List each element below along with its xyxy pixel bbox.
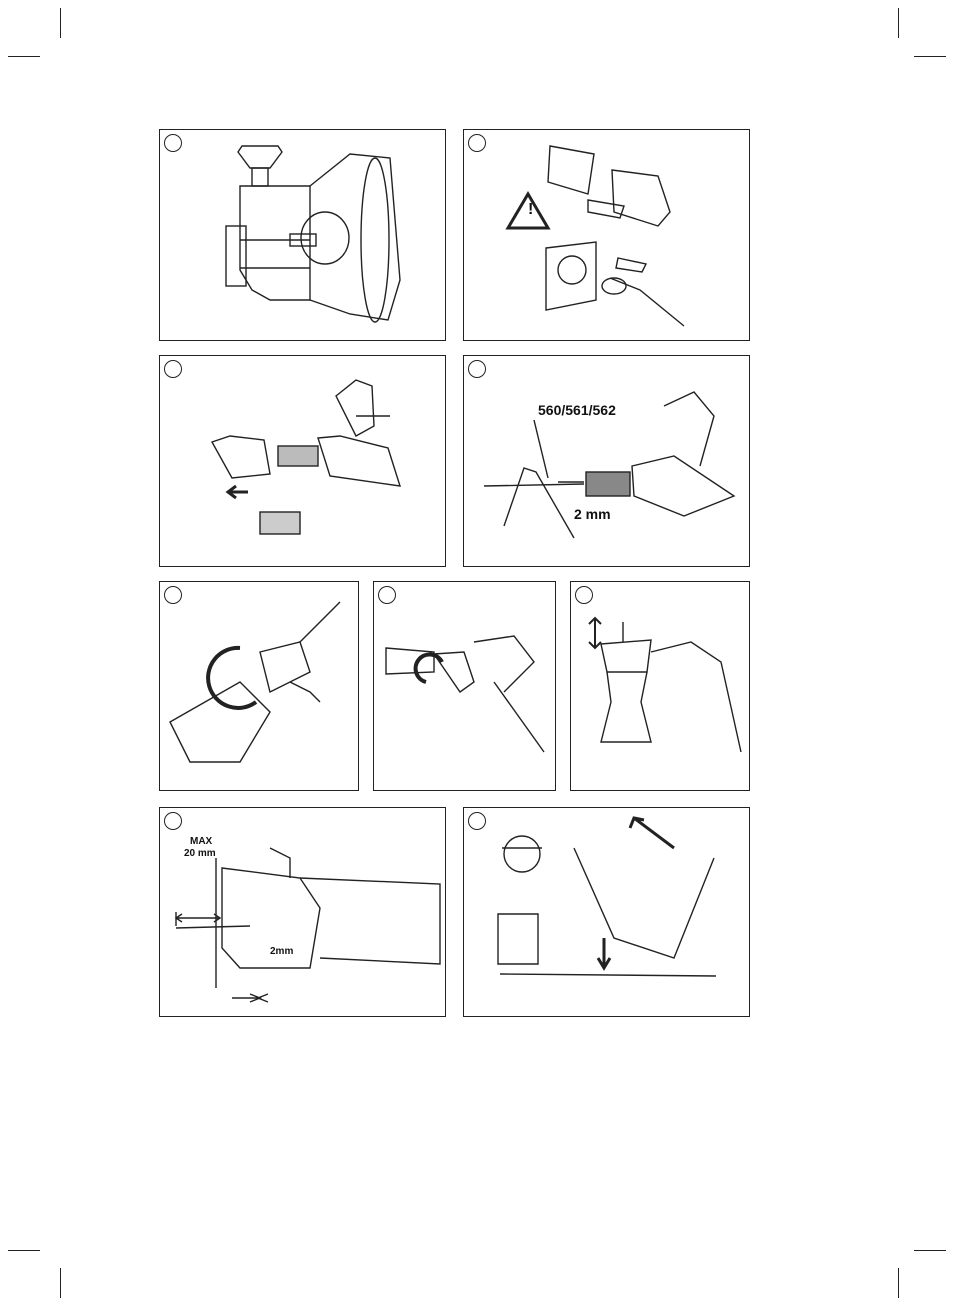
set-drill-illustration xyxy=(571,582,750,791)
crop-mark xyxy=(60,8,61,38)
remove-collet-illustration xyxy=(160,356,446,567)
insert-bit-illustration xyxy=(464,356,750,567)
sharpener-attachment-illustration xyxy=(160,130,446,341)
sharpening-motion-illustration xyxy=(464,808,750,1017)
figure-7-panel xyxy=(570,581,750,791)
figure-4-panel: 560/561/562 2 mm xyxy=(463,355,750,567)
crop-mark xyxy=(914,1250,946,1251)
gap-label: 2mm xyxy=(270,946,293,957)
figure-9-panel xyxy=(463,807,750,1017)
figure-8-panel: MAX 20 mm 2mm xyxy=(159,807,446,1017)
crop-mark xyxy=(914,56,946,57)
crop-mark xyxy=(8,1250,40,1251)
crop-mark xyxy=(8,56,40,57)
attach-sharpener-illustration xyxy=(160,582,359,791)
adjust-knob-illustration xyxy=(374,582,556,791)
crop-mark xyxy=(60,1268,61,1298)
crop-mark xyxy=(898,1268,899,1298)
figure-2-panel: ! xyxy=(463,129,750,341)
max-label: MAX xyxy=(190,836,212,847)
figure-5-panel xyxy=(159,581,359,791)
unplug-tool-illustration xyxy=(464,130,750,341)
crop-mark xyxy=(898,8,899,38)
bit-part-numbers: 560/561/562 xyxy=(538,402,616,418)
max-value-label: 20 mm xyxy=(184,848,216,859)
warning-symbol: ! xyxy=(528,201,533,219)
figure-3-panel xyxy=(159,355,446,567)
insertion-depth-label: 2 mm xyxy=(574,506,611,522)
safety-goggles-mask-icon xyxy=(504,836,540,872)
figure-6-panel xyxy=(373,581,556,791)
figure-1-panel xyxy=(159,129,446,341)
